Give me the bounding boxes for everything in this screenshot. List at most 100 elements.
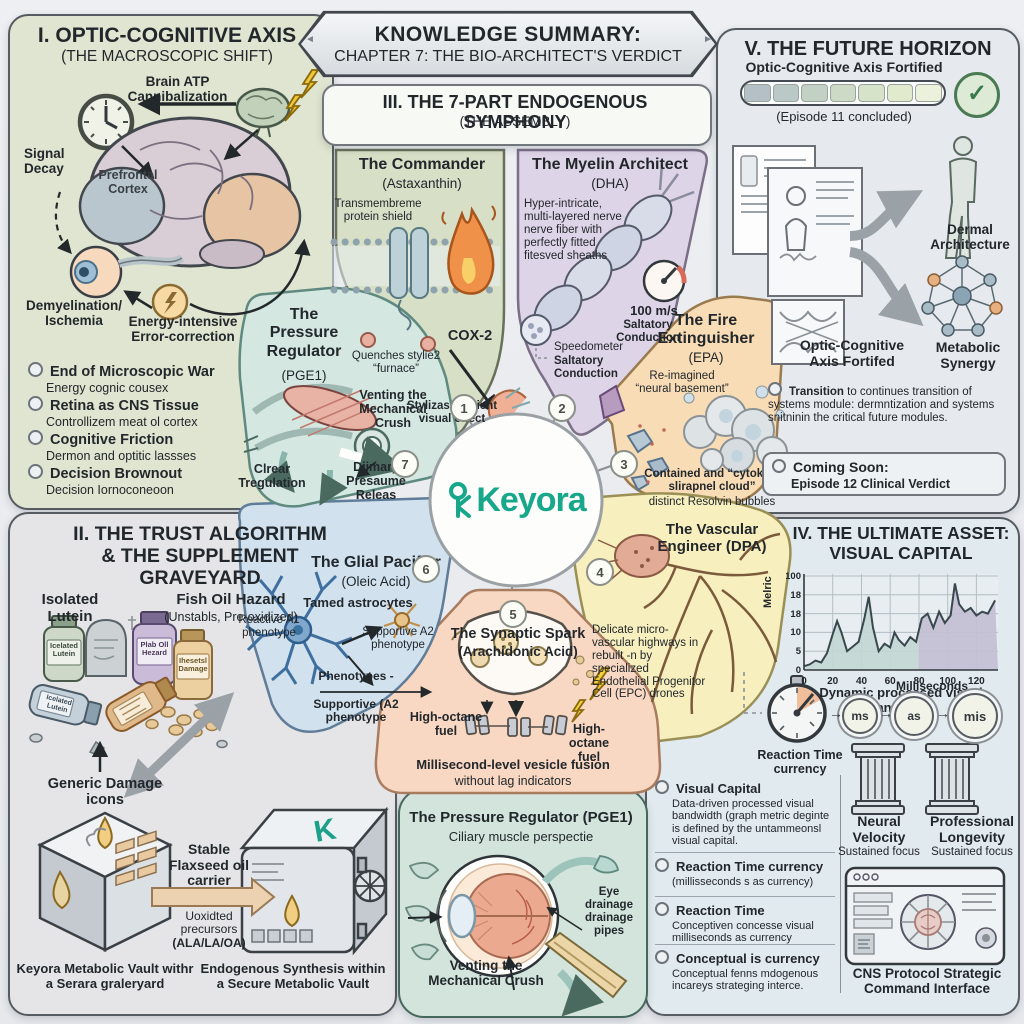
svg-text:60: 60	[885, 676, 897, 687]
svg-text:18: 18	[790, 590, 801, 601]
bullet-ring-icon	[655, 858, 669, 872]
ms-arrow-2-icon: →	[879, 705, 893, 721]
segment-number-1: 1	[450, 394, 478, 422]
interface-caption: CNS Protocol Strategic Command Interface	[852, 966, 1002, 997]
svg-text:80: 80	[913, 676, 925, 687]
energy-bolt-circle-icon	[151, 283, 189, 321]
branch-arrow-top	[849, 190, 924, 241]
fishoil-label: Fish Oil Hazard	[176, 591, 286, 608]
secure-vault-safe-icon: K	[239, 806, 389, 956]
bullet-ring-icon	[28, 430, 43, 445]
signal-decay-label: Signal Decay	[24, 146, 65, 177]
banner-right-chevron-icon: ►	[703, 34, 713, 45]
chart-x-ticks: 0 20 40 60 80 100 120	[801, 676, 985, 687]
bottle3-label: Ihesetsl Damage	[178, 656, 208, 674]
bullet-ring-icon	[768, 382, 782, 396]
asset-bullet-2: Reaction Time currency(millisseconds s a…	[655, 858, 837, 888]
eye-icon	[69, 245, 185, 299]
flaxseed-label: Stable Flaxseed oil carrier	[168, 841, 250, 889]
chart-line	[803, 583, 996, 668]
svg-text:100: 100	[786, 571, 801, 582]
fuel-right-label: High-octane fuel	[568, 722, 610, 764]
chart-y-ticks: 100 18 18 10 5 0	[786, 571, 802, 676]
asset-title-line2: VISUAL CAPITAL	[829, 543, 973, 563]
commander-shield-label: Transmembreme protein shield	[334, 198, 422, 223]
bullet-ring-icon	[655, 902, 669, 916]
eye-subtitle: Ciliary muscle perspectie	[448, 829, 594, 844]
myelin-saltatory: Saltatory Conduction	[616, 319, 680, 344]
vault2-caption: Endogenous Synthesis within a Secure Met…	[200, 961, 386, 991]
bullet-divider	[655, 944, 835, 945]
chart-axes	[803, 574, 998, 671]
bullet-divider	[655, 852, 835, 853]
transition-bullet: Transition to continues transition of sy…	[768, 382, 1004, 425]
fishoil-sub-label: (Unstabls, Pre-oxidized)	[164, 610, 298, 624]
pillar1-sub: Sustained focus	[838, 846, 920, 858]
cns-interface-mockup	[844, 866, 1006, 966]
glial-tamed: Tamed astrocytes	[303, 595, 413, 610]
feedback-arrow	[189, 238, 311, 316]
pressure-name: The Pressure Regulator	[266, 306, 342, 360]
segment-number-6: 6	[412, 555, 440, 583]
epc-blob-icon	[597, 534, 670, 583]
chart-ylabel: Melric	[762, 576, 774, 608]
svg-text:18: 18	[790, 609, 801, 620]
svg-text:100: 100	[939, 676, 956, 687]
bottle-fishoil-icon	[132, 611, 177, 685]
check-icon: ✓	[954, 72, 1000, 118]
pillar-neural-velocity-icon	[851, 743, 905, 815]
assembly-subtitle: (THE ASSEMBLY)	[459, 114, 571, 129]
network-icon	[921, 255, 1003, 337]
signal-decay-arrow	[54, 191, 72, 255]
fusion-label: Millisecond-level vesicle fusion	[416, 757, 610, 772]
bullet-ring-icon	[655, 780, 669, 794]
svg-text:20: 20	[827, 676, 839, 687]
fortified-label: Optic-Cognitive Axis Fortifed	[799, 337, 905, 369]
person-icon	[944, 136, 978, 259]
banner-title: KNOWLEDGE SUMMARY:	[374, 22, 642, 46]
synaptic-compound: (Arachidonic Acid)	[458, 644, 578, 659]
mini-brain-icon	[235, 87, 291, 138]
stopwatch-label: Reaction Time currency	[757, 748, 843, 776]
bullet-ring-icon	[28, 464, 43, 479]
ms-circle-1: ms	[842, 698, 878, 734]
eye-venting-label: Venting the Mechanical Crush	[428, 958, 544, 989]
commander-arrow	[448, 349, 499, 416]
dermal-label: Dermal Architecture	[930, 222, 1010, 253]
eye-title: The Pressure Regulator (PGE1)	[409, 809, 633, 826]
segment-number-4: 4	[586, 558, 614, 586]
svg-text:0: 0	[801, 676, 807, 687]
bullet-bracket-line	[840, 775, 841, 993]
precursors-label: Uoxidted precursors(ALA/LA/OA)	[172, 909, 246, 950]
ms-arrow-3-icon: →	[936, 705, 950, 721]
flame-icon	[441, 205, 496, 295]
future-title: V. THE FUTURE HORIZON	[744, 38, 992, 60]
trust-title-line2: & THE SUPPLEMENT	[101, 545, 299, 567]
svg-text:120: 120	[968, 676, 985, 687]
trust-title-line1: II. THE TRUST ALGORITHM	[73, 523, 327, 545]
demyelination-label: Demyelination/ Ischemia	[25, 298, 123, 329]
bullet-divider	[655, 896, 835, 897]
assembly-title: III. THE 7-PART ENDOGENOUS SYMPHONY	[382, 92, 648, 133]
glial-arrow	[341, 625, 383, 646]
milliseconds-label: Milliseconds	[895, 679, 969, 693]
astrocyte-supportive-icon	[383, 603, 421, 639]
pressure-compound: (PGE1)	[281, 368, 327, 383]
wheel-center	[428, 412, 604, 588]
axon-illustration	[520, 163, 695, 359]
banner-subtitle: CHAPTER 7: THE BIO-ARCHITECT'S VERDICT	[334, 47, 682, 65]
energy-error-label: Energy-intensive Error-correction	[128, 314, 238, 345]
fire-bubbles: distinct Resolvin bubbles	[648, 496, 776, 508]
clock-icon	[77, 93, 135, 151]
fire-contained: Contained and “cytokine slirapnel cloud”	[644, 468, 780, 493]
synaptic-name: The Synaptic Spark	[450, 626, 586, 642]
pillar1-label: Neural Velocity	[852, 813, 906, 845]
segment-number-7: 7	[391, 450, 419, 478]
myelin-saltatory2: Saltatory Conduction	[554, 355, 618, 380]
ms-circle-3: mis	[952, 693, 998, 739]
